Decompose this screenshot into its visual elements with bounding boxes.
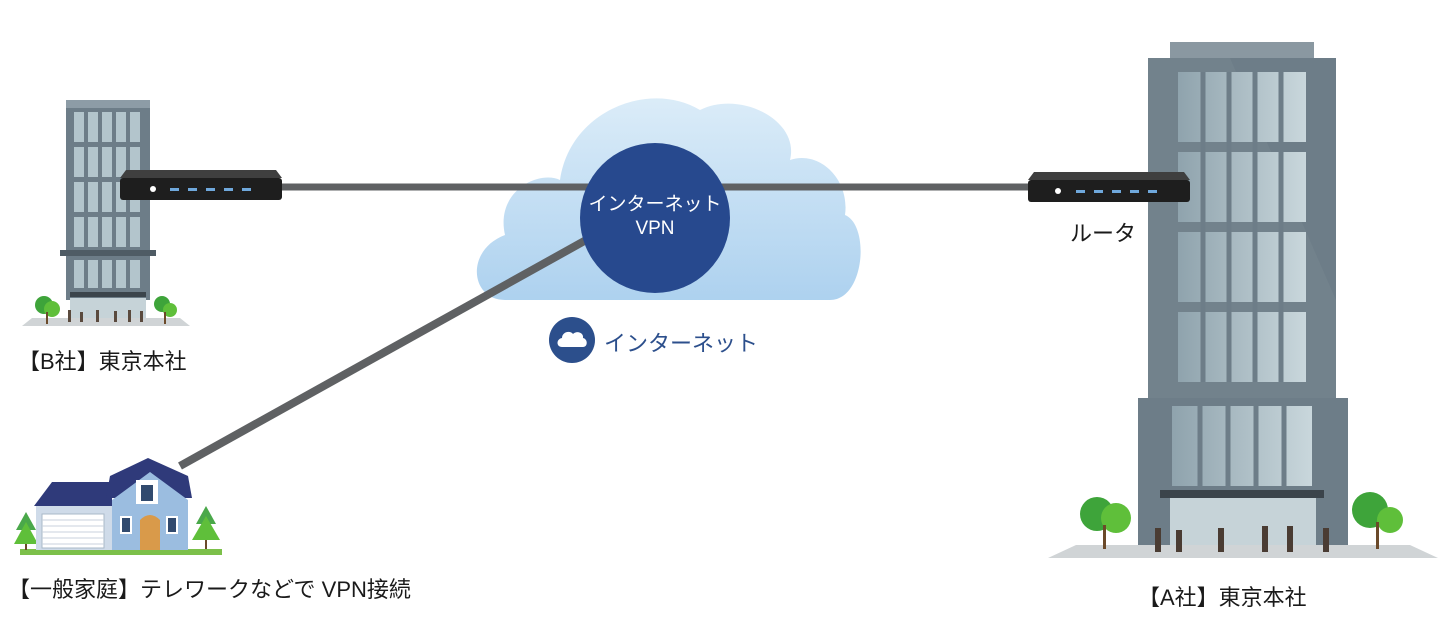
router-a-office bbox=[1028, 172, 1190, 202]
router-label: ルータ bbox=[1070, 221, 1137, 246]
router-b-office bbox=[120, 170, 282, 200]
home-house bbox=[14, 458, 222, 555]
legend-label: インターネット bbox=[604, 331, 759, 356]
b-office-building bbox=[22, 100, 190, 326]
a-office-label: 【A社】東京本社 bbox=[1138, 585, 1307, 610]
cloud-label-line1: インターネット bbox=[588, 194, 722, 215]
a-office-windows bbox=[1172, 72, 1312, 486]
cloud-label: インターネット VPN bbox=[575, 193, 735, 241]
cloud-label-line2: VPN bbox=[635, 218, 675, 239]
a-office-trees bbox=[1080, 492, 1403, 549]
cloud-icon bbox=[549, 317, 595, 363]
link-home bbox=[178, 206, 642, 470]
vpn-circle bbox=[580, 143, 730, 293]
a-office-building bbox=[1048, 42, 1438, 558]
home-label: 【一般家庭】テレワークなどで VPN接続 bbox=[8, 577, 411, 602]
a-office-people bbox=[1155, 526, 1329, 552]
b-office-label: 【B社】東京本社 bbox=[18, 349, 187, 374]
home-trees bbox=[14, 506, 220, 550]
